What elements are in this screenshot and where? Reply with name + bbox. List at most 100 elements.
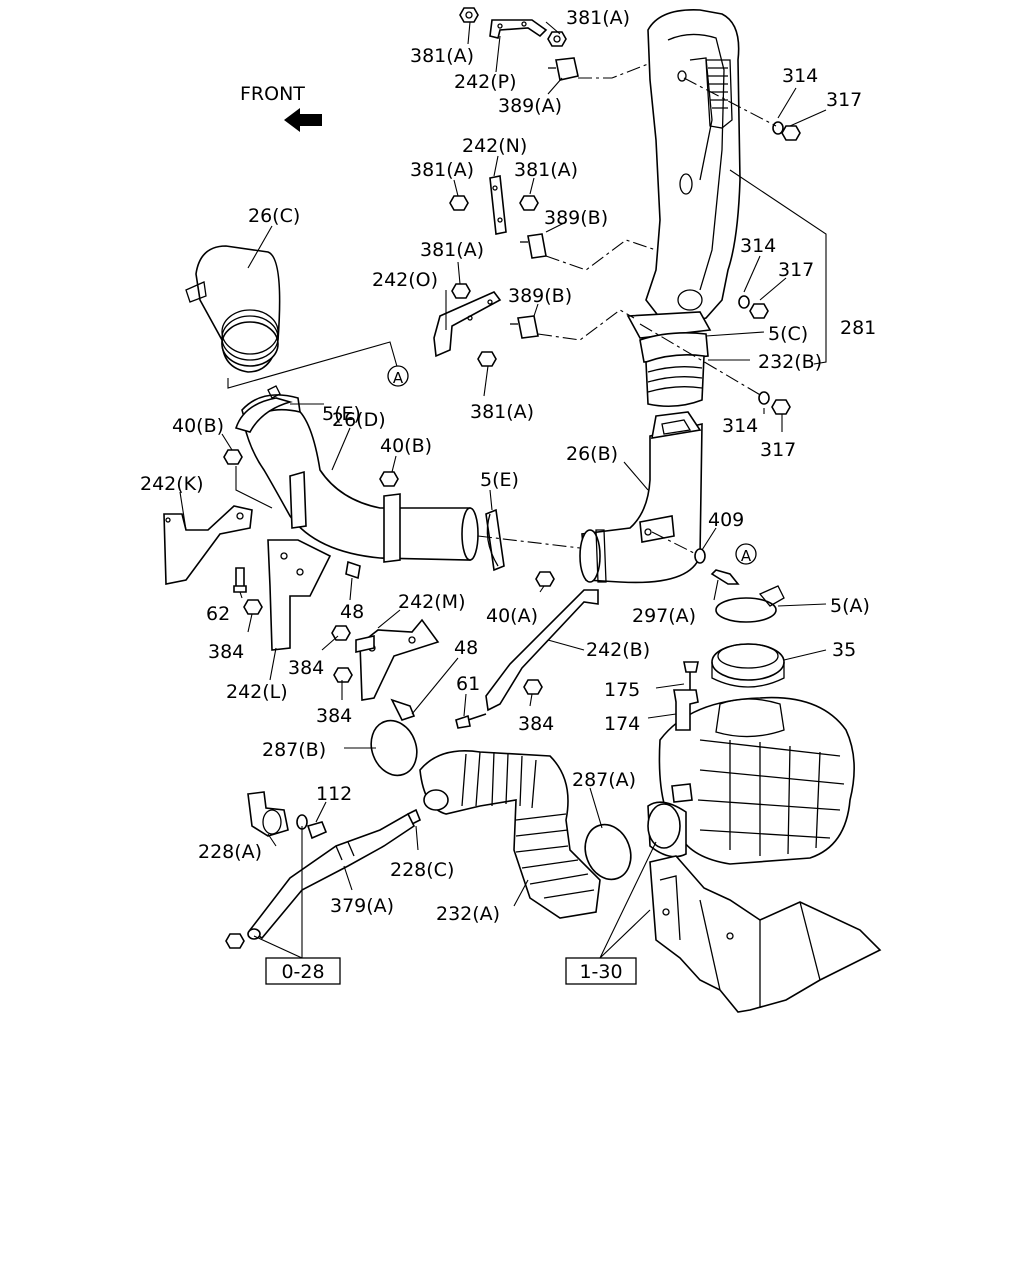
label-297a: 297(A) bbox=[632, 605, 696, 627]
bracket-242b bbox=[485, 589, 599, 712]
ref-circle-a-left: A bbox=[387, 365, 409, 387]
label-389a: 389(A) bbox=[498, 95, 562, 117]
nut-381a-top-left bbox=[459, 7, 479, 23]
label-26b: 26(B) bbox=[566, 443, 618, 465]
nut-384-l bbox=[243, 599, 263, 615]
nut-381a-o-bottom bbox=[477, 351, 497, 367]
label-40b-1: 40(B) bbox=[172, 415, 224, 437]
nut-40b-left bbox=[223, 449, 243, 465]
label-242p: 242(P) bbox=[454, 71, 517, 93]
ref-box-right bbox=[565, 957, 637, 985]
washer-314-mid bbox=[738, 295, 750, 309]
bracket-242p bbox=[489, 19, 548, 39]
label-242o: 242(O) bbox=[372, 269, 438, 291]
label-381a-4: 381(A) bbox=[514, 159, 578, 181]
cover-35 bbox=[711, 643, 785, 688]
nut-317-mid bbox=[749, 303, 769, 319]
washer-314-low bbox=[758, 391, 770, 405]
intake-duct-281 bbox=[626, 9, 741, 408]
label-384-4: 384 bbox=[518, 713, 554, 735]
label-61: 61 bbox=[456, 673, 480, 695]
label-317-1: 317 bbox=[826, 89, 862, 111]
label-62: 62 bbox=[206, 603, 230, 625]
clamp-5a bbox=[715, 585, 785, 623]
label-48-1: 48 bbox=[340, 601, 364, 623]
nut-384-m2 bbox=[333, 667, 353, 683]
label-314-2: 314 bbox=[740, 235, 776, 257]
ref-box-left-label: 0-28 bbox=[281, 961, 324, 983]
ref-circle-a-right: A bbox=[735, 543, 757, 565]
mount-389b-upper bbox=[520, 233, 547, 259]
bracket-242l bbox=[267, 539, 332, 651]
hose-379a bbox=[247, 812, 416, 940]
front-arrow-icon bbox=[284, 108, 322, 132]
label-40a: 40(A) bbox=[486, 605, 538, 627]
bolt-48-low bbox=[390, 698, 416, 721]
washer-314-top bbox=[772, 121, 784, 135]
label-48-2: 48 bbox=[454, 637, 478, 659]
label-384-1: 384 bbox=[208, 641, 244, 663]
washer-409 bbox=[694, 548, 706, 564]
svg-text:A: A bbox=[741, 547, 752, 565]
nut-381a-n-right bbox=[519, 195, 539, 211]
bracket-228a bbox=[247, 791, 289, 837]
nut-317-low bbox=[771, 399, 791, 415]
nut-384-m1 bbox=[331, 625, 351, 641]
nut-228a-bottom bbox=[225, 933, 245, 949]
label-381a-6: 381(A) bbox=[470, 401, 534, 423]
nut-384-b bbox=[523, 679, 543, 695]
svg-text:A: A bbox=[393, 369, 404, 387]
label-381a-5: 381(A) bbox=[420, 239, 484, 261]
leader-lines bbox=[179, 21, 827, 907]
air-cleaner-body bbox=[647, 696, 855, 865]
part-labels: 381(A) 381(A) 242(P) 389(A) 314 317 242(… bbox=[140, 7, 876, 925]
pipe-26c bbox=[185, 245, 281, 373]
label-5e-1: 5(E) bbox=[322, 403, 361, 425]
mount-389b-lower bbox=[510, 315, 539, 339]
label-5e-2: 5(E) bbox=[480, 469, 519, 491]
label-228a: 228(A) bbox=[198, 841, 262, 863]
nut-317-top bbox=[781, 125, 801, 141]
label-112: 112 bbox=[316, 783, 352, 805]
nut-381a-o-top bbox=[451, 283, 471, 299]
label-287b: 287(B) bbox=[262, 739, 326, 761]
label-381a-1: 381(A) bbox=[566, 7, 630, 29]
label-5c: 5(C) bbox=[768, 323, 808, 345]
bolt-48-mid bbox=[355, 635, 375, 653]
bracket-242m bbox=[359, 618, 440, 701]
pipe-26b bbox=[579, 411, 703, 584]
label-409: 409 bbox=[708, 509, 744, 531]
label-242m: 242(M) bbox=[398, 591, 465, 613]
label-242l: 242(L) bbox=[226, 681, 288, 703]
label-381a-2: 381(A) bbox=[410, 45, 474, 67]
bolt-48-upper bbox=[345, 560, 361, 580]
label-379a: 379(A) bbox=[330, 895, 394, 917]
nut-40b-right bbox=[379, 471, 399, 487]
mount-389a bbox=[548, 57, 579, 81]
label-232a: 232(A) bbox=[436, 903, 500, 925]
label-381a-3: 381(A) bbox=[410, 159, 474, 181]
bracket-242n bbox=[489, 175, 507, 235]
clamp-287a bbox=[584, 823, 632, 881]
label-174: 174 bbox=[604, 713, 640, 735]
label-5a: 5(A) bbox=[830, 595, 870, 617]
label-26c: 26(C) bbox=[248, 205, 300, 227]
label-314-1: 314 bbox=[782, 65, 818, 87]
label-317-3: 317 bbox=[760, 439, 796, 461]
clamp-287b bbox=[370, 719, 418, 777]
bracket-242o bbox=[433, 291, 502, 358]
bolt-228c bbox=[306, 821, 328, 840]
nut-381a-n-left bbox=[449, 195, 469, 211]
front-label: FRONT bbox=[240, 83, 305, 105]
nut-40a bbox=[535, 571, 555, 587]
label-175: 175 bbox=[604, 679, 640, 701]
label-389b-1: 389(B) bbox=[544, 207, 608, 229]
sensor-174 bbox=[673, 689, 699, 731]
label-384-2: 384 bbox=[288, 657, 324, 679]
label-317-2: 317 bbox=[778, 259, 814, 281]
bolt-62 bbox=[233, 567, 247, 593]
label-389b-2: 389(B) bbox=[508, 285, 572, 307]
label-384-3: 384 bbox=[316, 705, 352, 727]
label-232b: 232(B) bbox=[758, 351, 822, 373]
hose-232a bbox=[419, 750, 601, 919]
